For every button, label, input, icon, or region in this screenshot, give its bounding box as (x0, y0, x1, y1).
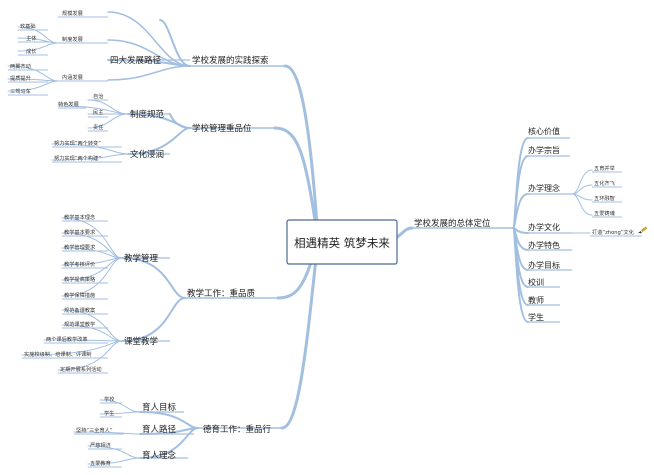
path-item-1: 规模发展 (62, 9, 83, 17)
culture-sub: 打造“zhong”文化 (592, 228, 634, 236)
tm-item-5: 教学提高策略 (64, 275, 96, 283)
branch-moral: 德育工作：重品行 育人目标 育人路径 育人理念 学校 学生 坚持“三全育人” 严… (73, 395, 272, 468)
branch-practice: 学校发展的实践探索 四大发展路径 规模发展 制度发展 内涵发展 软基础 主体 成… (7, 9, 269, 96)
path-sub-4: 两翼齐动 (10, 62, 31, 70)
branch-management: 学校管理重品位 制度规范 文化浸润 特色发展 自治 民主 责任 努力实现“两个转… (51, 92, 252, 163)
moral-idea-label: 育人理念 (142, 450, 177, 461)
philosophy-3: 五环融智 (594, 194, 615, 202)
tm-item-1: 教学基本理念 (64, 213, 95, 221)
pos-item-6: 办学目标 (528, 260, 560, 270)
pos-item-1: 核心价值 (528, 126, 560, 136)
positioning-label: 学校发展的总体定位 (414, 218, 491, 229)
tm-item-3: 教学管理要求 (64, 243, 96, 251)
moral-goal-label: 育人目标 (142, 402, 177, 413)
tm-item-2: 教学基本要求 (64, 228, 96, 236)
institution-item-4: 责任 (93, 123, 103, 131)
culture-item-1: 努力实现“两个转变” (54, 139, 101, 147)
central-topic[interactable]: 相遇精英 筑梦未来 (286, 219, 398, 265)
path-item: 坚持“三全育人” (76, 426, 113, 434)
central-title: 相遇精英 筑梦未来 (294, 236, 390, 250)
path-sub-6: 三驾马车 (10, 87, 31, 95)
path-sub-1: 软基础 (20, 22, 36, 30)
culture-item-2: 努力实现“两个构建” (54, 154, 101, 162)
goal-item-1: 学校 (104, 395, 114, 403)
practice-label: 学校发展的实践探索 (192, 55, 269, 66)
moral-path-label: 育人路径 (142, 424, 177, 435)
institution-item-2: 自治 (93, 92, 103, 100)
branch-positioning: 学校发展的总体定位 核心价值 办学宗旨 办学理念 办学文化 办学特色 办学目标 … (414, 126, 648, 323)
moral-label: 德育工作：重品行 (203, 424, 272, 435)
culture-label: 文化浸润 (130, 149, 164, 160)
philosophy-1: 五育并举 (594, 164, 616, 172)
pencil-icon (638, 226, 648, 234)
four-paths-label: 四大发展路径 (110, 55, 162, 66)
cl-item-1: 规范备课教案 (64, 306, 96, 314)
teaching-label: 教学工作：重品质 (187, 288, 256, 299)
path-sub-2: 主体 (26, 34, 37, 42)
cl-item-5: 定期开展系列活动 (60, 365, 102, 373)
pos-item-5: 办学特色 (528, 240, 560, 250)
path-sub-3: 成长 (26, 47, 37, 55)
pos-item-8: 教师 (528, 295, 544, 305)
teaching-management-label: 教学管理 (124, 253, 159, 264)
cl-item-2: 规范课堂教学 (64, 320, 95, 328)
idea-item-2: 五爱教育 (90, 459, 111, 467)
philosophy-4: 五爱铸魂 (594, 209, 615, 217)
path-sub-5: 提质提升 (10, 74, 31, 82)
branch-teaching: 教学工作：重品质 教学管理 课堂教学 教学基本理念 教学基本要求 教学管理要求 … (21, 213, 256, 374)
management-label: 学校管理重品位 (192, 123, 252, 134)
cl-item-3: 两个课后教学改革 (46, 335, 88, 343)
cl-item-4: 实施校级制、培课制、评课制 (24, 350, 91, 358)
tm-item-6: 教学保障措施 (64, 291, 95, 299)
institution-label: 制度规范 (130, 109, 165, 120)
idea-item-1: 严慈相济 (90, 441, 112, 449)
goal-item-2: 学生 (104, 409, 114, 417)
pos-item-7: 校训 (528, 277, 544, 287)
classroom-label: 课堂教学 (124, 336, 159, 347)
path-item-2: 制度发展 (62, 35, 83, 43)
institution-item-3: 民主 (93, 108, 103, 116)
institution-item-1: 特色发展 (58, 100, 79, 108)
pos-item-3: 办学理念 (528, 183, 560, 193)
path-item-3: 内涵发展 (62, 73, 83, 81)
philosophy-2: 五化齐飞 (594, 179, 615, 187)
tm-item-4: 教学考核评价 (64, 260, 96, 268)
pos-item-4: 办学文化 (528, 222, 560, 232)
pos-item-9: 学生 (528, 312, 544, 322)
pos-item-2: 办学宗旨 (528, 145, 560, 155)
